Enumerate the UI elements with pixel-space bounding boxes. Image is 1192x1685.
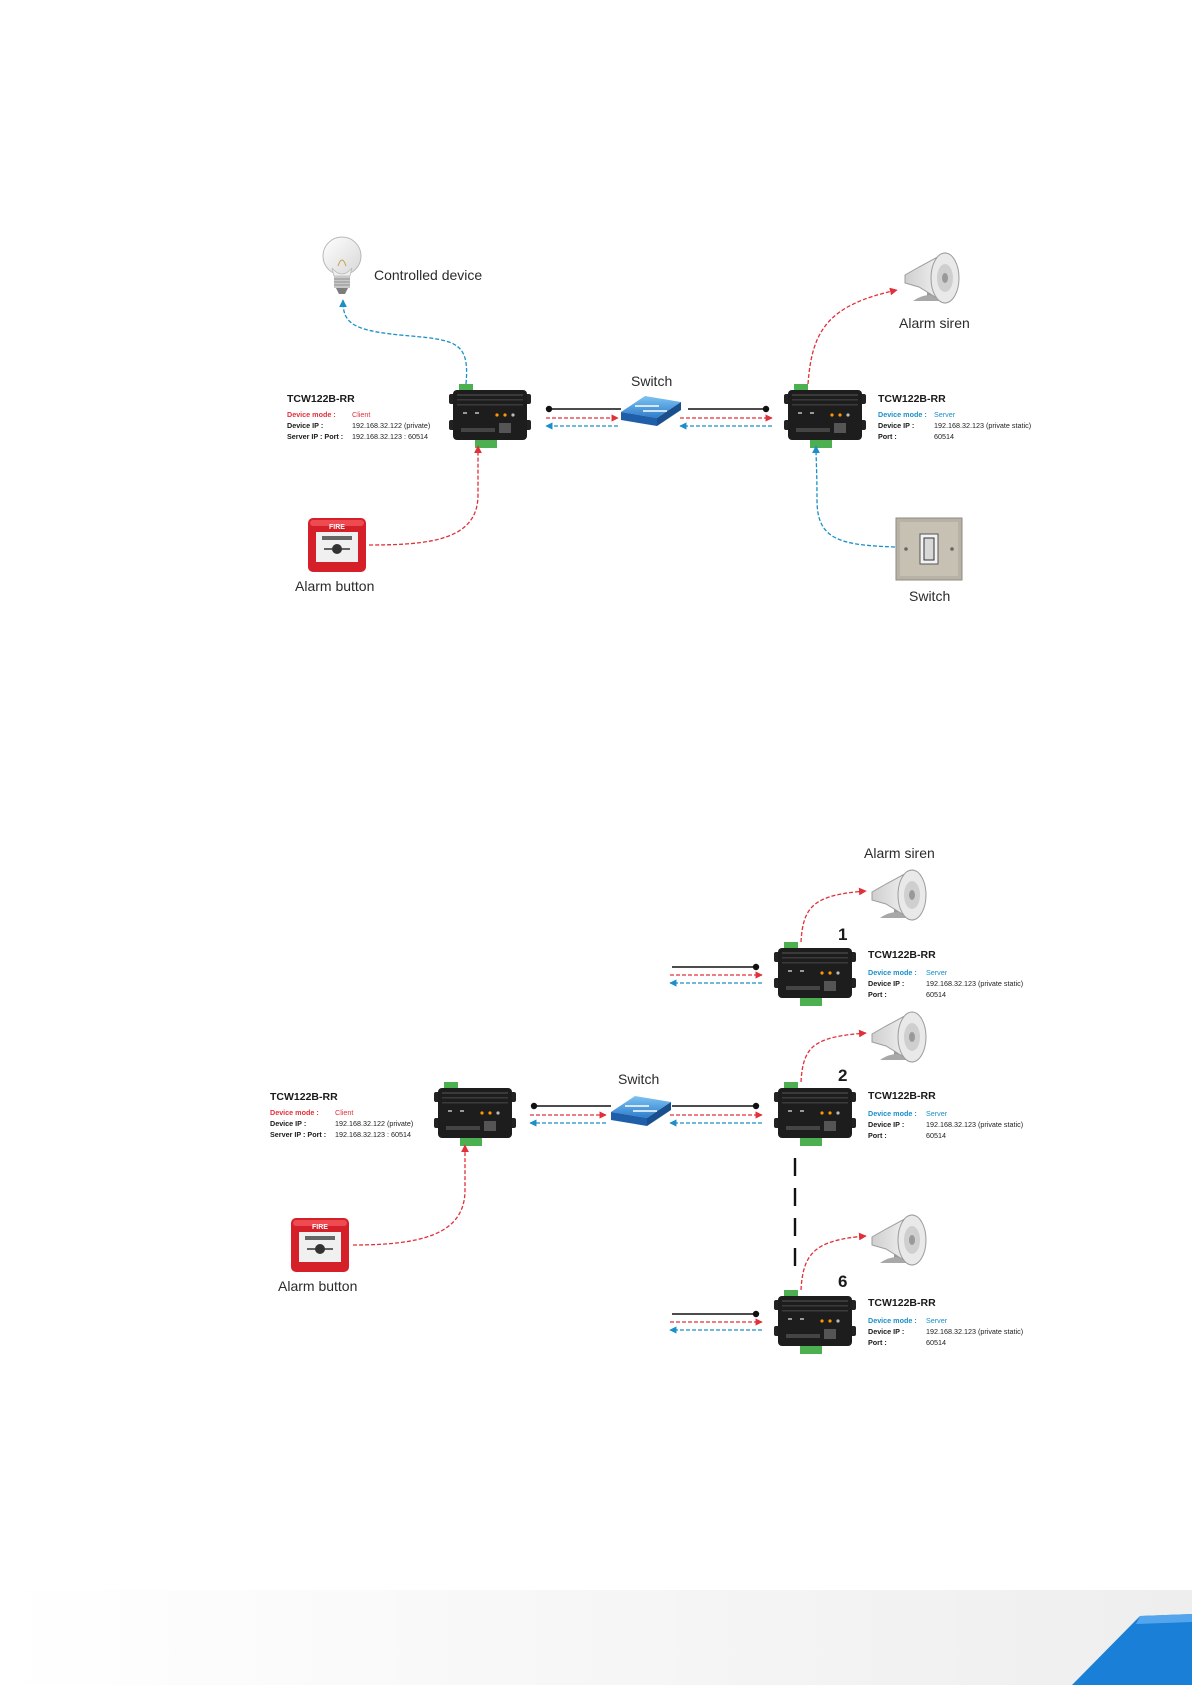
server-device-name: TCW122B-RR [878,393,946,405]
server-1-port-key: Port : [868,990,887,999]
server-2-port-value: 60514 [926,1131,946,1140]
light-bulb-icon [322,236,362,294]
server-info-panel-1: TCW122B-RR Device mode : Server Device I… [868,949,1023,999]
server-6-ip-key: Device IP : [868,1327,904,1336]
client-info-panel: TCW122B-RR Device mode : Client Device I… [287,393,430,441]
diagram-2: Alarm siren 1 2 6 Switch [270,845,1023,1354]
siren-icon [904,252,960,304]
server-info-panel-6: TCW122B-RR Device mode : Server Device I… [868,1297,1023,1347]
server-6-mode-key: Device mode : [868,1316,917,1325]
server-1-device-name: TCW122B-RR [868,949,936,961]
diagram-1: Controlled device Alarm siren Switch [287,236,1031,604]
server-mode-value: Server [934,410,956,419]
server-number-1: 1 [838,925,847,944]
server-6-ip-value: 192.168.32.123 (private static) [926,1327,1023,1336]
wall-switch-label: Switch [909,588,950,604]
server-6-mode-value: Server [926,1316,948,1325]
alarm-siren-label: Alarm siren [899,315,970,331]
switch-label: Switch [631,373,672,389]
server-1-port-value: 60514 [926,990,946,999]
server-controller-device-6 [774,1290,856,1354]
client-controller-device-2 [434,1082,516,1146]
client-ip-value-2: 192.168.32.122 (private) [335,1119,413,1128]
server-number-2: 2 [838,1066,847,1085]
server-info-panel-2: TCW122B-RR Device mode : Server Device I… [868,1090,1023,1140]
server-port-value: 60514 [934,432,954,441]
client-controller-device [449,384,531,448]
server-6-device-name: TCW122B-RR [868,1297,936,1309]
page-footer-decoration [0,1590,1192,1685]
server-1-ip-value: 192.168.32.123 (private static) [926,979,1023,988]
server-2-ip-key: Device IP : [868,1120,904,1129]
server-port-key: Port : [878,432,897,441]
client-mode-key-2: Device mode : [270,1108,319,1117]
server-6-port-key: Port : [868,1338,887,1347]
client-server-value-2: 192.168.32.123 : 60514 [335,1130,411,1139]
server-1-mode-value: Server [926,968,948,977]
controlled-device-label: Controlled device [374,267,482,283]
network-switch-icon [620,395,682,427]
client-mode-value: Client [352,410,370,419]
client-server-value: 192.168.32.123 : 60514 [352,432,428,441]
fire-alarm-button-icon [307,517,367,573]
alarm-button-label: Alarm button [295,578,374,594]
server-2-port-key: Port : [868,1131,887,1140]
server-2-mode-key: Device mode : [868,1109,917,1118]
server-2-ip-value: 192.168.32.123 (private static) [926,1120,1023,1129]
client-ip-value: 192.168.32.122 (private) [352,421,430,430]
server-mode-key: Device mode : [878,410,927,419]
client-ip-key-2: Device IP : [270,1119,306,1128]
server-ip-value: 192.168.32.123 (private static) [934,421,1031,430]
server-number-6: 6 [838,1272,847,1291]
switch-label-2: Switch [618,1071,659,1087]
server-2-mode-value: Server [926,1109,948,1118]
client-mode-value-2: Client [335,1108,353,1117]
alarm-siren-label-2: Alarm siren [864,845,935,861]
server-controller-device [784,384,866,448]
siren-icon-6 [871,1214,927,1266]
server-2-device-name: TCW122B-RR [868,1090,936,1102]
server-controller-device-2 [774,1082,856,1146]
client-server-key-2: Server IP : Port : [270,1130,326,1139]
network-switch-icon-2 [610,1095,672,1127]
siren-icon-1 [871,869,927,921]
client-mode-key: Device mode : [287,410,336,419]
server-6-port-value: 60514 [926,1338,946,1347]
client-server-key: Server IP : Port : [287,432,343,441]
server-1-ip-key: Device IP : [868,979,904,988]
server-info-panel: TCW122B-RR Device mode : Server Device I… [878,393,1031,441]
wall-switch-icon [895,517,963,581]
client-device-name: TCW122B-RR [287,393,355,405]
server-1-mode-key: Device mode : [868,968,917,977]
client-device-name-2: TCW122B-RR [270,1091,338,1103]
siren-icon-2 [871,1011,927,1063]
alarm-button-label-2: Alarm button [278,1278,357,1294]
client-info-panel-2: TCW122B-RR Device mode : Client Device I… [270,1091,413,1139]
client-ip-key: Device IP : [287,421,323,430]
fire-alarm-button-icon-2 [290,1217,350,1273]
server-ip-key: Device IP : [878,421,914,430]
server-controller-device-1 [774,942,856,1006]
